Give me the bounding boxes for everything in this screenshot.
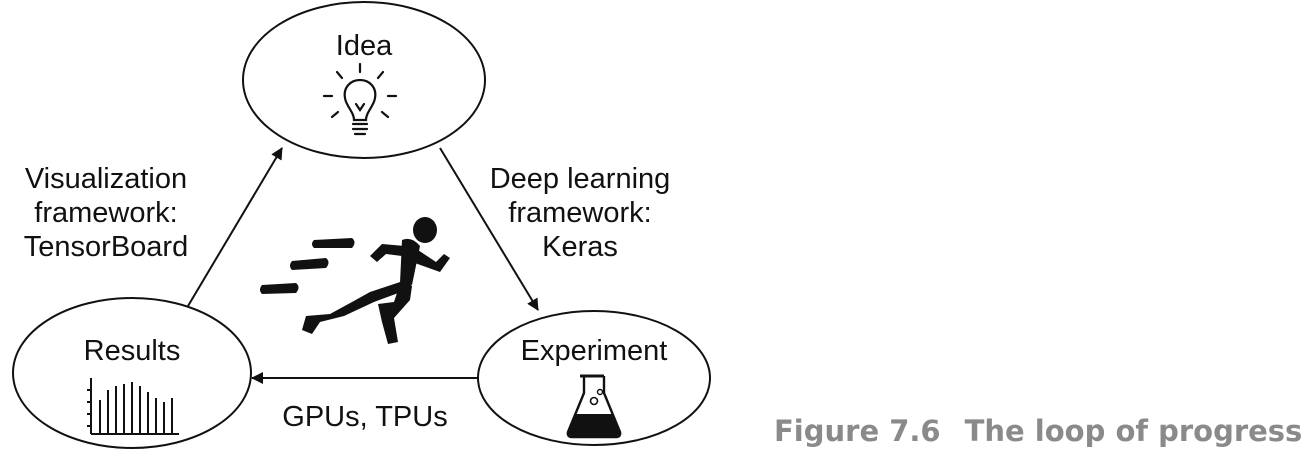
deep-learning-label-line-3: Keras [542,231,618,263]
visualization-label-line-2: framework: [34,197,177,229]
results-label: Results [84,335,181,367]
hardware-label: GPUs, TPUs [282,401,447,433]
idea-label: Idea [336,30,393,62]
experiment-node: Experiment [477,310,711,446]
deep-learning-label-line-2: framework: [508,197,651,229]
deep-learning-label-line-1: Deep learning [490,163,671,195]
bar-chart-icon [87,378,179,435]
visualization-label-line-3: TensorBoard [24,231,188,263]
experiment-label: Experiment [521,335,668,367]
flask-icon [566,374,622,439]
lightbulb-icon [322,62,398,136]
idea-node: Idea [242,1,486,159]
running-person-icon [260,217,450,344]
visualization-label-line-1: Visualization [25,163,187,195]
results-node: Results [12,297,252,449]
arrow-idea-to-experiment [439,147,539,311]
figure-title: The loop of progress [964,414,1303,448]
figure-number: Figure 7.6 [774,414,941,448]
arrow-results-to-idea [187,147,283,307]
figure-caption: Figure 7.6 The loop of progress [774,414,1302,448]
